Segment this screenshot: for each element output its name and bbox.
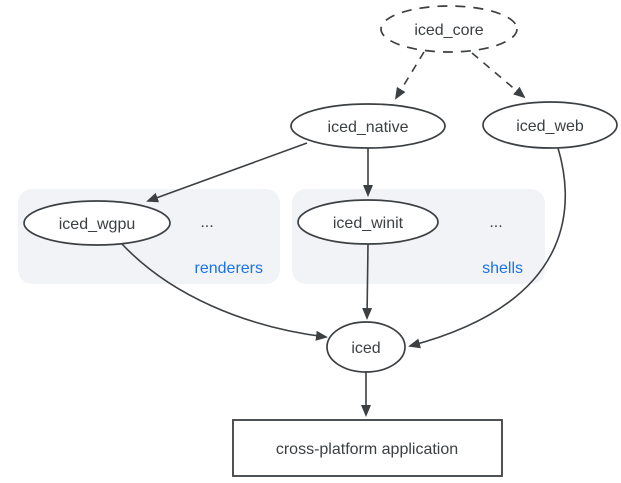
iced-winit-ellipse bbox=[297, 199, 439, 245]
application-rect bbox=[232, 419, 503, 477]
iced-web-label: iced_web bbox=[516, 118, 584, 135]
node-iced-wgpu: iced_wgpu bbox=[23, 200, 171, 246]
iced-label: iced bbox=[351, 340, 380, 357]
node-cross-platform-application: cross-platform application bbox=[232, 419, 503, 477]
iced-winit-label: iced_winit bbox=[333, 215, 404, 232]
edge-iced-core-to-iced-web bbox=[471, 52, 526, 99]
application-label: cross-platform application bbox=[276, 441, 458, 458]
iced-wgpu-label: iced_wgpu bbox=[59, 216, 136, 233]
edge-iced-core-to-iced-native bbox=[394, 51, 425, 100]
iced-ellipse bbox=[326, 321, 406, 373]
edge-iced-winit-to-iced bbox=[362, 243, 373, 320]
node-iced: iced bbox=[326, 321, 406, 373]
edge-iced-native-to-iced-wgpu bbox=[146, 142, 308, 203]
edge-iced-web-to-iced bbox=[408, 147, 567, 349]
renderers-ellipsis: ... bbox=[200, 214, 213, 231]
renderers-group-label: renderers bbox=[195, 260, 263, 277]
shells-group-label: shells bbox=[482, 260, 523, 277]
iced-core-label: iced_core bbox=[414, 22, 483, 39]
node-iced-core: iced_core bbox=[380, 5, 518, 53]
node-iced-native: iced_native bbox=[290, 103, 446, 149]
edge-iced-wgpu-to-iced bbox=[121, 243, 328, 341]
node-iced-web: iced_web bbox=[482, 101, 618, 149]
node-iced-winit: iced_winit bbox=[297, 199, 439, 245]
iced-web-ellipse bbox=[482, 101, 618, 149]
iced-native-label: iced_native bbox=[328, 119, 409, 136]
iced-core-ellipse bbox=[380, 5, 518, 53]
shells-ellipsis: ... bbox=[489, 214, 502, 231]
iced-native-ellipse bbox=[290, 103, 446, 149]
iced-wgpu-ellipse bbox=[23, 200, 171, 246]
